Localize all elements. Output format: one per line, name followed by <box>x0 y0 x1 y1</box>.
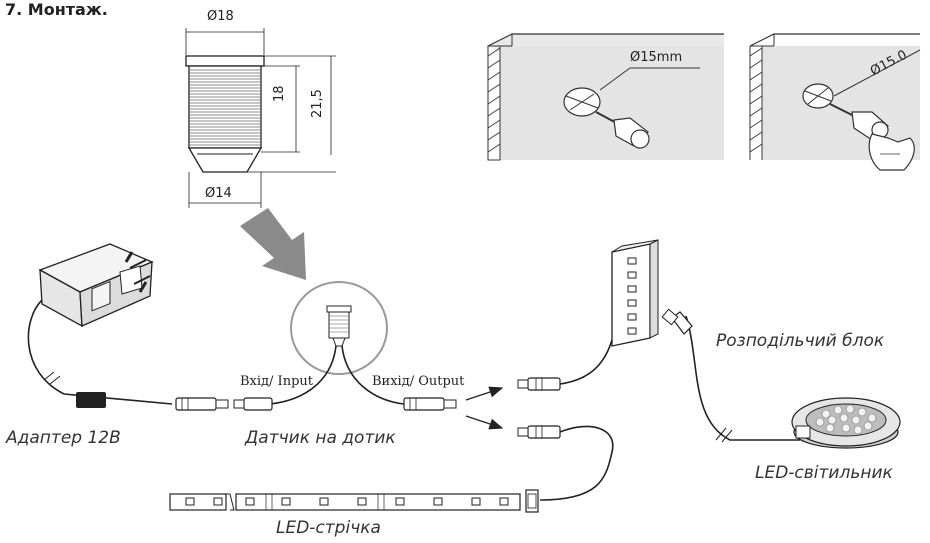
top-diameter-label: Ø18 <box>207 9 234 24</box>
arrow-to-block <box>465 386 504 401</box>
led-lamp-icon <box>661 308 901 449</box>
total-height-label: 21,5 <box>310 89 325 118</box>
finger-icon <box>868 133 915 171</box>
thread-height-label: 18 <box>272 85 287 102</box>
thread-lines <box>189 69 261 146</box>
led-strip-cable <box>517 425 614 513</box>
arrow-to-strip <box>465 415 504 430</box>
distribution-block-caption: Розподільчий блок <box>716 331 885 351</box>
sensor-caption: Датчик на дотик <box>245 428 396 448</box>
sensor-dimension-drawing <box>185 28 336 208</box>
output-label: Вихід/ Output <box>372 374 465 389</box>
drill-panel-1 <box>487 33 724 161</box>
led-strip-icon <box>169 493 521 511</box>
section-title: 7. Монтаж. <box>5 0 108 19</box>
down-arrow-icon <box>240 208 306 280</box>
drill-bit-label: Ø15mm <box>630 50 683 65</box>
sensor-assembly <box>233 281 457 411</box>
drill-panel-2 <box>749 33 921 171</box>
adapter-icon <box>27 243 229 411</box>
distribution-block-icon <box>517 239 659 391</box>
bottom-diameter-label: Ø14 <box>205 186 232 201</box>
led-strip-caption: LED-стрічка <box>276 518 381 538</box>
input-label: Вхід/ Input <box>240 374 313 389</box>
led-lamp-caption: LED-світильник <box>755 463 893 483</box>
adapter-caption: Адаптер 12В <box>6 428 121 448</box>
